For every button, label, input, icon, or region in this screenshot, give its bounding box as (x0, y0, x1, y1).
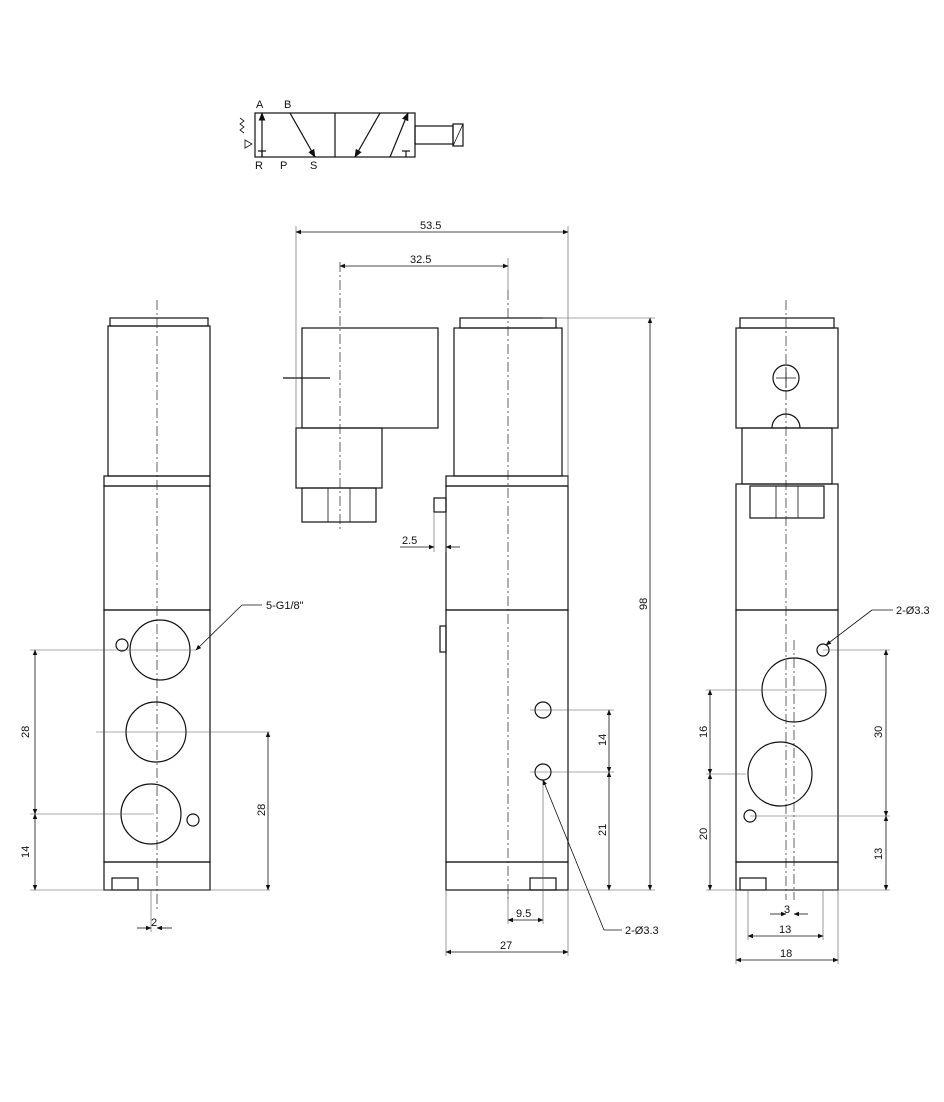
port-label-a: A (256, 99, 264, 111)
symbol-arrow-right-2 (389, 112, 409, 158)
front-side-tab (439, 625, 447, 653)
dim-20-label: 20 (698, 828, 710, 840)
left-mount-hole-2 (186, 813, 200, 827)
port-thread-label: 5-G1/8" (266, 600, 304, 612)
right-cap (739, 317, 835, 329)
dim-9-5-label: 9.5 (516, 908, 531, 920)
port-label-s: S (310, 160, 317, 172)
solenoid-coil-icon (452, 123, 464, 147)
pilot-triangle-icon (244, 139, 253, 149)
valve-symbol: A B R P S (239, 99, 464, 172)
right-lower-body (735, 609, 839, 863)
right-gland (749, 485, 825, 519)
dim-16-label: 16 (698, 726, 710, 738)
spring-icon (239, 117, 245, 134)
right-connector (741, 427, 833, 485)
dim-21-label: 21 (597, 824, 609, 836)
dim-98-label: 98 (638, 598, 650, 610)
port-label-p: P (280, 160, 287, 172)
left-screw (111, 877, 139, 891)
front-base (445, 861, 569, 891)
dim-53-5-label: 53.5 (420, 220, 441, 232)
front-view: 53.5 32.5 98 2.5 14 21 9.5 27 2-Ø3.3 (283, 220, 659, 956)
dim-3-label: 3 (784, 904, 790, 916)
dim-left-28-a-label: 28 (20, 726, 32, 738)
dim-30-label: 30 (873, 726, 885, 738)
dim-2-5-label: 2.5 (402, 535, 417, 547)
front-coil-base (445, 475, 569, 487)
dim-left-28-b-label: 28 (256, 804, 268, 816)
front-upper-body (445, 485, 569, 611)
dim-18-label: 18 (780, 948, 792, 960)
right-port-2 (747, 741, 813, 807)
solenoid-actuator (414, 125, 454, 145)
right-base (735, 861, 839, 891)
right-upper-body (735, 483, 839, 611)
dim-left-14-label: 14 (20, 846, 32, 858)
dim-27-label: 27 (500, 940, 512, 952)
dim-14-label: 14 (597, 734, 609, 746)
right-view: 16 20 30 13 3 13 18 2-Ø3.3 (698, 300, 930, 964)
dim-13-h-label: 13 (779, 924, 791, 936)
hole-leader (542, 779, 605, 931)
left-view: 5-G1/8" 28 14 28 2 (20, 300, 304, 932)
connector-lower (295, 427, 383, 489)
dim-left-2-label: 2 (151, 917, 157, 929)
left-cap (109, 317, 209, 327)
dim-13-v-label: 13 (873, 848, 885, 860)
right-hole-leader (825, 609, 873, 646)
right-hole-label: 2-Ø3.3 (896, 605, 930, 617)
left-mount-hole-1 (115, 638, 129, 652)
front-pin (433, 497, 447, 513)
left-coil (107, 325, 211, 477)
port-label-r: R (255, 160, 263, 172)
port-label-b: B (284, 99, 291, 111)
front-hole-label: 2-Ø3.3 (625, 925, 659, 937)
front-lower-body (445, 609, 569, 863)
right-screw (739, 877, 767, 891)
symbol-arrow-right-1 (354, 112, 381, 158)
symbol-arrow-b-s (289, 112, 316, 158)
connector-gland (301, 487, 377, 523)
dim-32-5-label: 32.5 (410, 254, 431, 266)
